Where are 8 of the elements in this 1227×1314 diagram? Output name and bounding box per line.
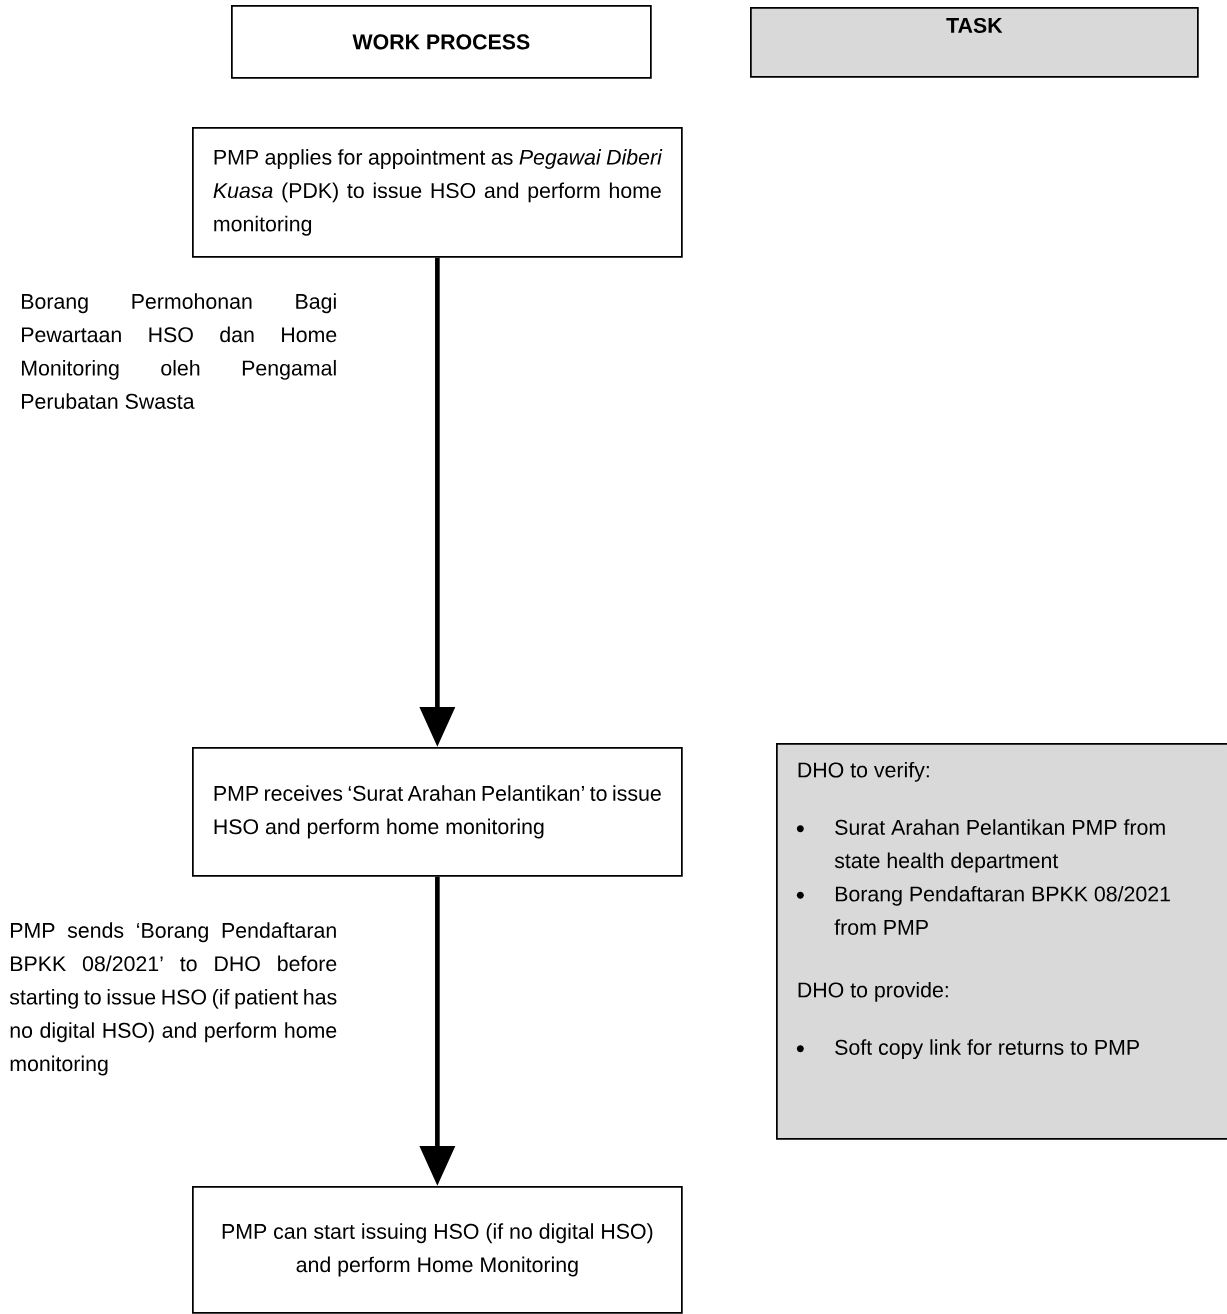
column-header: TASK: [750, 7, 1199, 78]
process-box: PMP can start issuing HSO (if no digital HSO) and perform Home Monitoring: [192, 1186, 683, 1314]
process-box: PMP receives ‘Surat Arahan Pelantikan’ to issue HSO and perform home monitoring: [192, 747, 683, 877]
side-note: PMP sends ‘Borang Pendaftaran BPKK 08/2021’ to DHO before starting to issue HSO (if patient has no digital HSO) and perform home monitoring: [9, 922, 337, 1076]
column-header: WORK PROCESS: [231, 5, 652, 79]
task-box: DHO to verify: Surat Arahan Pelantikan PMP from state health department Borang Pendaftaran BPKK 08/2021 from PMP DHO to provide: Soft copy link for returns to PMP: [776, 743, 1227, 1140]
process-box: PMP applies for appointment as Pegawai Diberi Kuasa (PDK) to issue HSO and perform home monitoring: [192, 127, 683, 258]
side-note: Borang Permohonan Bagi Pewartaan HSO dan Home Monitoring oleh Pengamal Perubatan Swasta: [22, 293, 337, 409]
